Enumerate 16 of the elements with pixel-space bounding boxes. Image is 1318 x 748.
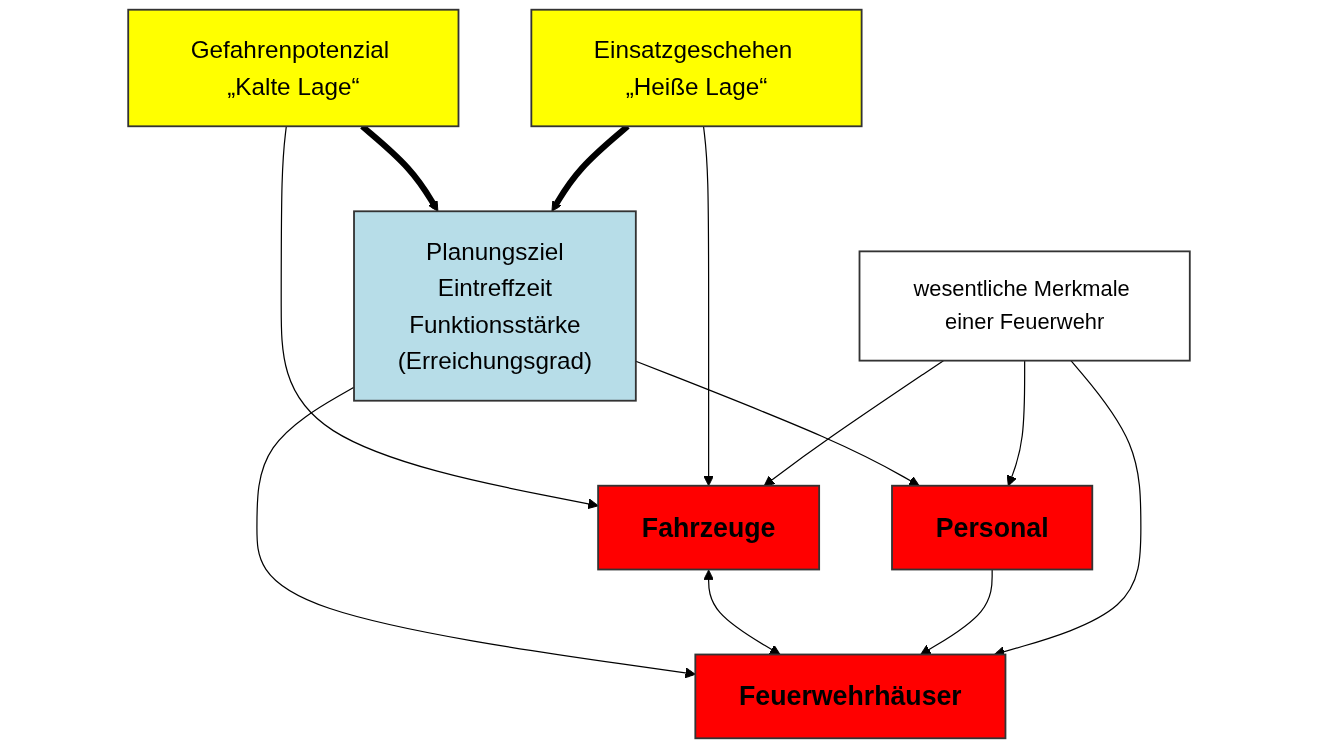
arrow: [994, 360, 1142, 657]
arrow: [703, 569, 781, 655]
node-box: Einsatzgeschehen „Heiße Lage“: [530, 8, 863, 128]
node-box: Feuerwehrhäuser: [694, 653, 1007, 740]
arrow: [702, 125, 714, 487]
node-box: Gefahrenpotenzial „Kalte Lage“: [127, 8, 460, 128]
node-box: Fahrzeuge: [597, 484, 821, 571]
arrow: [280, 125, 599, 510]
arrow: [920, 568, 993, 655]
arrow: [1006, 360, 1026, 487]
arrow: [256, 386, 696, 679]
arrow: [763, 360, 945, 487]
node-box: Personal: [891, 484, 1094, 571]
arrow: [635, 360, 920, 487]
node-box: wesentliche Merkmale einer Feuerwehr: [858, 250, 1191, 362]
node-box: Planungsziel Eintreffzeit Funktionsstärke (Erreichungsgrad): [353, 210, 637, 402]
